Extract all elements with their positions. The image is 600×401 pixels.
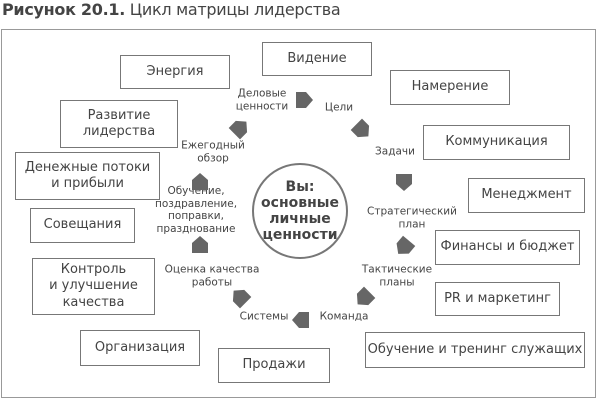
cycle-arrow-icon bbox=[232, 289, 252, 309]
box-finance-budget: Финансы и бюджет bbox=[435, 230, 580, 265]
cycle-systems: Системы bbox=[239, 310, 289, 323]
figure-title: Рисунок 20.1. Цикл матрицы лидерства bbox=[2, 0, 341, 19]
cycle-team: Команда bbox=[319, 310, 369, 323]
cycle-arrow-icon bbox=[296, 92, 313, 108]
box-management: Менеджмент bbox=[468, 178, 585, 213]
cycle-arrow-icon bbox=[192, 173, 208, 190]
cycle-arrow-icon bbox=[192, 236, 208, 253]
box-quality-control: Контроль и улучшение качества bbox=[32, 258, 155, 315]
cycle-annual-review: Ежегодный обзор bbox=[181, 139, 245, 164]
box-staff-training: Обучение и тренинг служащих bbox=[365, 332, 585, 368]
cycle-arrow-icon bbox=[356, 286, 376, 306]
cycle-arrow-icon bbox=[292, 312, 309, 328]
box-sales: Продажи bbox=[218, 348, 330, 383]
box-energy: Энергия bbox=[120, 55, 230, 89]
figure-caption: Цикл матрицы лидерства bbox=[129, 0, 341, 19]
cycle-arrow-icon bbox=[350, 118, 370, 138]
cycle-arrow-icon bbox=[396, 235, 416, 254]
cycle-training-celebration: Обучение, поздравление, поправки, праздн… bbox=[154, 184, 238, 235]
box-meetings: Совещания bbox=[30, 208, 135, 243]
box-organization: Организация bbox=[80, 330, 200, 366]
box-cash-flow: Денежные потоки и прибыли bbox=[15, 152, 160, 200]
box-vision: Видение bbox=[262, 42, 372, 76]
figure-number: Рисунок 20.1. bbox=[2, 0, 125, 19]
cycle-tasks: Задачи bbox=[375, 145, 415, 158]
cycle-performance-review: Оценка качества работы bbox=[164, 263, 260, 288]
cycle-business-values: Деловые ценности bbox=[235, 87, 289, 112]
box-pr-marketing: PR и маркетинг bbox=[435, 282, 560, 316]
cycle-tactical-plans: Тактические планы bbox=[361, 263, 433, 288]
core-values-circle: Вы: основные личные ценности bbox=[252, 163, 348, 259]
box-intention: Намерение bbox=[390, 70, 510, 105]
cycle-arrow-icon bbox=[396, 174, 412, 191]
cycle-arrow-icon bbox=[228, 120, 248, 140]
cycle-strategic-plan: Стратегический план bbox=[367, 205, 457, 230]
cycle-goals: Цели bbox=[324, 101, 354, 114]
box-leadership-development: Развитие лидерства bbox=[60, 100, 178, 148]
box-communication: Коммуникация bbox=[423, 125, 570, 160]
diagram-frame bbox=[1, 29, 596, 398]
